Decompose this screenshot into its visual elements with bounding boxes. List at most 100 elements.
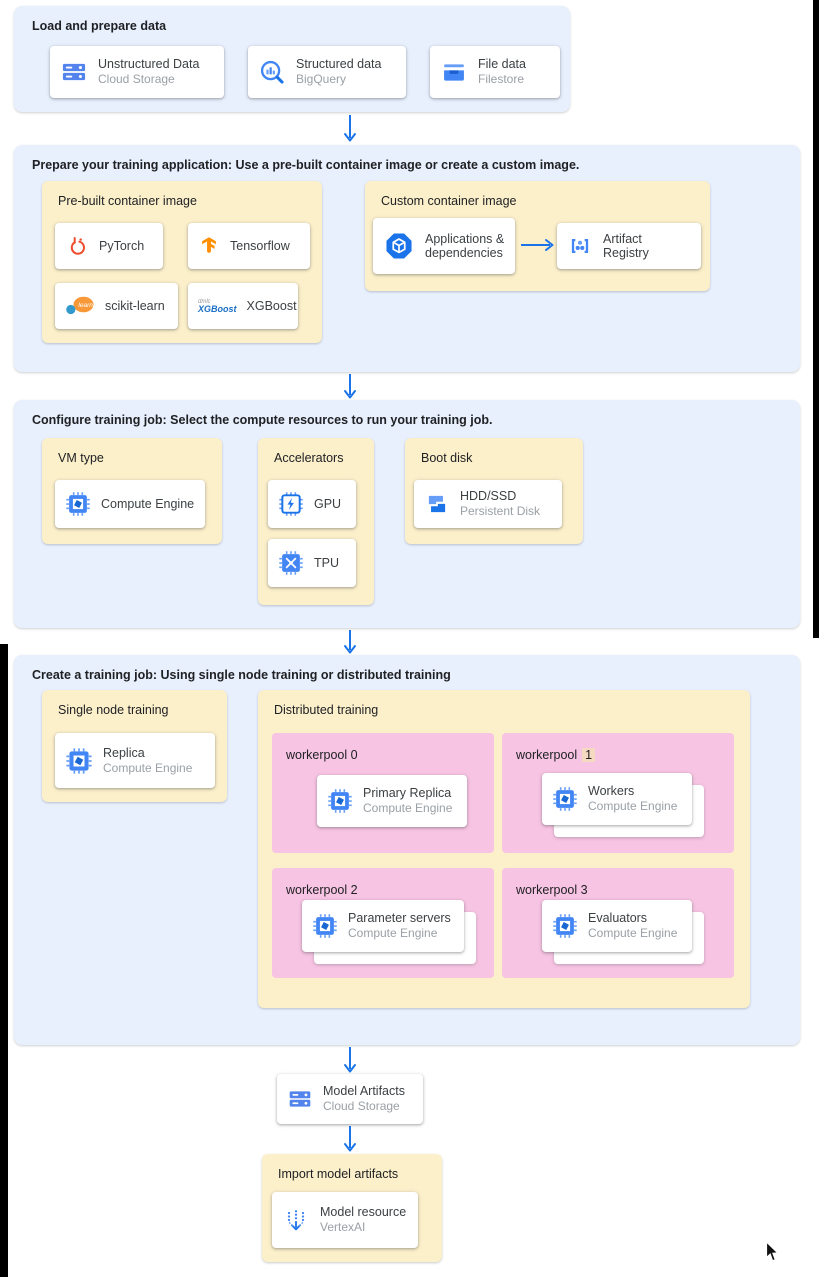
screenshot-edge-artifact-left — [0, 644, 8, 1277]
card-title: Model Artifacts — [323, 1084, 405, 1099]
card-xgboost: dmlc XGBoost XGBoost — [188, 283, 298, 329]
card-title: GPU — [314, 497, 342, 511]
screenshot-edge-artifact-right — [813, 0, 819, 638]
group-distributed: Distributed training workerpool 0 Primar… — [258, 690, 750, 1008]
group-vm-type: VM type Compute Engine — [42, 438, 222, 544]
group-prebuilt-container: Pre-built container image PyTorch Tensor… — [42, 181, 322, 343]
compute-engine-icon — [553, 914, 577, 938]
card-title: Evaluators — [588, 911, 648, 926]
workerpool-label: workerpool 0 — [286, 748, 358, 762]
group-accelerators: Accelerators GPU — [258, 438, 374, 605]
applications-icon — [386, 233, 412, 259]
card-gpu: GPU — [268, 480, 356, 528]
group-title: Pre-built container image — [58, 194, 197, 208]
group-title: Accelerators — [274, 451, 344, 465]
stacked-card-group: Parameter servers Compute Engine — [302, 900, 476, 964]
workerpool-label-text: workerpool — [516, 748, 578, 762]
tpu-icon — [279, 551, 303, 575]
card-subtitle: Persistent Disk — [460, 504, 541, 519]
section-title: Create a training job: Using single node… — [32, 668, 451, 682]
xgboost-logo-text: XGBoost — [198, 303, 237, 314]
card-model-artifacts: Model Artifacts Cloud Storage — [277, 1074, 423, 1124]
card-subtitle: Cloud Storage — [98, 72, 175, 87]
workerpool-0: workerpool 0 Primary Replica Compute Eng… — [272, 733, 494, 853]
card-artifact-registry: Artifact Registry — [557, 223, 701, 269]
group-title: VM type — [58, 451, 104, 465]
cloud-storage-icon — [289, 1091, 311, 1107]
section-title: Configure training job: Select the compu… — [32, 413, 493, 427]
workerpool-label: workerpool 3 — [516, 883, 588, 897]
section-configure-job: Configure training job: Select the compu… — [14, 400, 800, 628]
stacked-card-group: Evaluators Compute Engine — [542, 900, 704, 964]
card-title: XGBoost — [246, 299, 297, 313]
card-title: Unstructured Data — [98, 57, 200, 72]
cloud-storage-icon — [62, 63, 86, 81]
persistent-disk-icon — [428, 495, 446, 513]
card-subtitle: Cloud Storage — [323, 1099, 400, 1114]
group-title: Distributed training — [274, 703, 379, 717]
workerpool-3: workerpool 3 Evaluators Compute Engine — [502, 868, 734, 978]
tensorflow-icon — [202, 237, 216, 253]
group-boot-disk: Boot disk HDD/SSD Persistent Disk — [405, 438, 583, 544]
xgboost-logo-top-text: dmlc — [198, 298, 211, 305]
card-title: HDD/SSD — [460, 489, 517, 504]
pytorch-icon — [70, 237, 85, 255]
gpu-icon — [279, 492, 303, 516]
section-title: Load and prepare data — [32, 19, 167, 33]
flow-arrow-down-icon — [344, 630, 356, 654]
card-subtitle: Compute Engine — [348, 926, 438, 941]
card-title: Parameter servers — [348, 911, 451, 926]
card-subtitle: Filestore — [478, 72, 525, 87]
scikit-learn-icon: learn — [66, 296, 94, 315]
card-tpu: TPU — [268, 539, 356, 587]
card-subtitle: Compute Engine — [588, 799, 678, 814]
card-title: Tensorflow — [230, 239, 290, 253]
card-title: PyTorch — [99, 239, 145, 253]
bigquery-icon — [260, 60, 284, 84]
card-pytorch: PyTorch — [55, 223, 163, 269]
card-title: Model resource — [320, 1205, 407, 1220]
card-file-data: File data Filestore — [430, 46, 560, 98]
card-applications-dependencies: Applications & dependencies — [373, 218, 515, 274]
card-replica: Replica Compute Engine — [55, 733, 215, 788]
card-evaluators: Evaluators Compute Engine — [542, 900, 692, 952]
card-title: Artifact Registry — [603, 232, 649, 260]
section-create-job: Create a training job: Using single node… — [14, 655, 800, 1045]
card-title: Applications & dependencies — [425, 232, 505, 260]
group-title: Custom container image — [381, 194, 517, 208]
card-title: File data — [478, 57, 526, 72]
card-subtitle: BigQuery — [296, 72, 347, 87]
card-subtitle: Compute Engine — [363, 801, 453, 816]
card-subtitle: Compute Engine — [588, 926, 678, 941]
flow-arrow-down-icon — [344, 374, 356, 399]
flow-arrow-down-icon — [344, 1126, 356, 1152]
xgboost-icon: dmlc XGBoost — [198, 299, 237, 314]
section-prepare-application: Prepare your training application: Use a… — [14, 145, 800, 372]
scikit-script-text: learn — [78, 302, 93, 309]
flow-arrow-right-icon — [521, 239, 554, 251]
group-single-node: Single node training Replica Compute Eng… — [42, 690, 227, 802]
mouse-cursor-icon — [765, 1241, 780, 1262]
stacked-card-group: Workers Compute Engine — [542, 773, 704, 837]
workerpool-label: workerpool 2 — [286, 883, 358, 897]
compute-engine-icon — [313, 914, 337, 938]
card-subtitle: VertexAI — [320, 1220, 366, 1235]
compute-engine-icon — [553, 787, 577, 811]
group-import-model: Import model artifacts Model resource Ve… — [262, 1154, 442, 1262]
flow-arrow-down-icon — [344, 115, 356, 142]
card-hdd-ssd: HDD/SSD Persistent Disk — [414, 480, 562, 528]
card-compute-engine: Compute Engine — [55, 480, 205, 528]
card-parameter-servers: Parameter servers Compute Engine — [302, 900, 464, 952]
workerpool-2: workerpool 2 Parameter servers Compute E… — [272, 868, 494, 978]
flow-arrow-down-icon — [344, 1047, 356, 1073]
group-custom-container: Custom container image Applications & de… — [365, 181, 710, 291]
card-workers: Workers Compute Engine — [542, 773, 692, 825]
card-title: Structured data — [296, 57, 382, 72]
compute-engine-icon — [66, 492, 90, 516]
card-title: TPU — [314, 556, 339, 570]
group-title: Import model artifacts — [278, 1167, 399, 1181]
card-tensorflow: Tensorflow — [188, 223, 310, 269]
